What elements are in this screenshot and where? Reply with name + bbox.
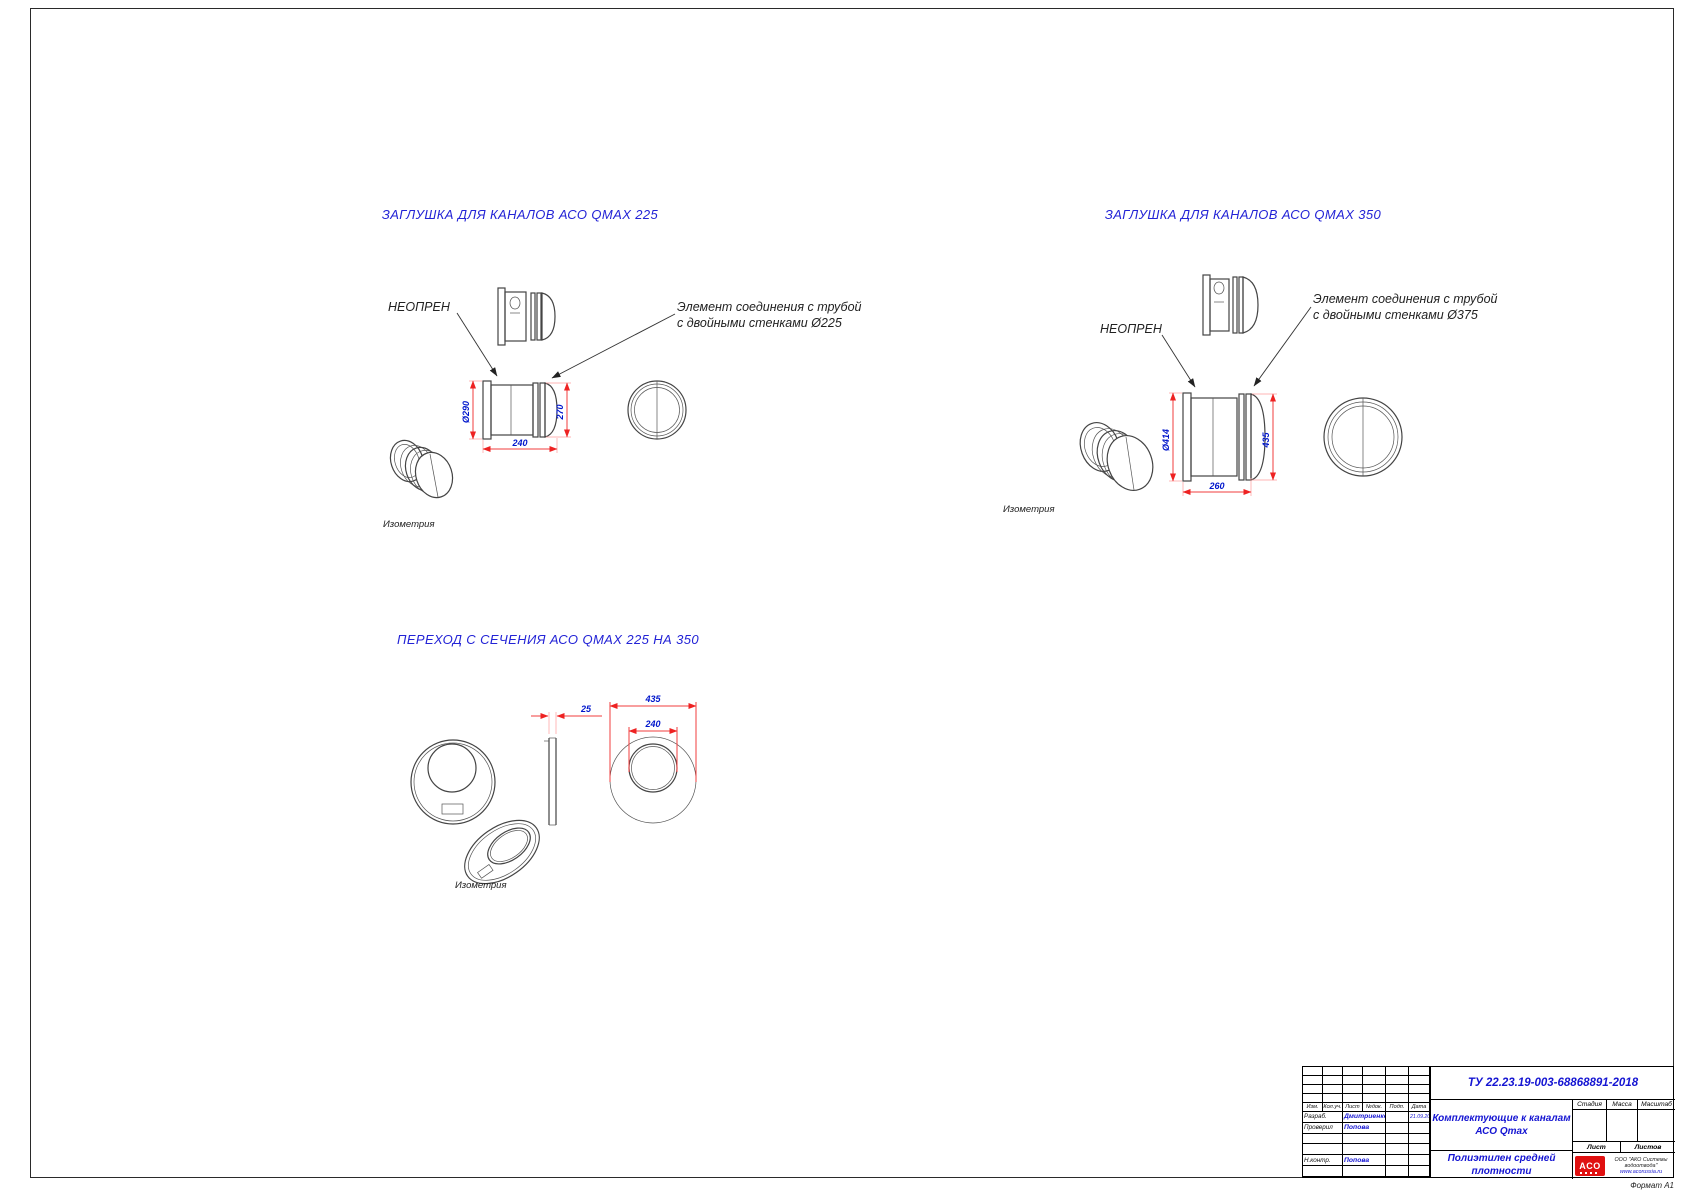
stage-mass-scale: Стадия Масса Масштаб — [1573, 1100, 1675, 1142]
plug225-title: ЗАГЛУШКА ДЛЯ КАНАЛОВ АСО QMAX 225 — [381, 207, 659, 222]
sheets-label: Листов — [1621, 1142, 1675, 1153]
plug350-side-view — [1182, 392, 1266, 482]
title-block: Изм. Кол.уч. Лист №док. Подп. Дата Разра… — [1302, 1066, 1675, 1179]
transition-side-view — [544, 737, 557, 826]
dim-thickness: 25 — [580, 704, 592, 714]
document-title: Комплектующие к каналам АСО Qmax — [1431, 1100, 1573, 1150]
transition-drawing: 25 435 240 Изометрия — [410, 694, 697, 891]
tu-number: ТУ 22.23.19-003-68868891-2018 — [1431, 1067, 1675, 1100]
leader-line — [1161, 334, 1196, 388]
plug225-dimensions: Ø290 270 240 — [461, 380, 571, 453]
plug225-connection-label-2: с двойными стенками Ø225 — [677, 316, 842, 330]
col-izm: Изм. — [1303, 1103, 1323, 1112]
dim-height: 270 — [555, 404, 565, 420]
plug350-isometry-label: Изометрия — [1003, 504, 1055, 515]
col-podp: Подп. — [1386, 1103, 1409, 1112]
dim-outer: 435 — [644, 694, 661, 704]
stage-label: Стадия — [1573, 1100, 1607, 1110]
col-ndok: №док. — [1363, 1103, 1386, 1112]
leader-line — [551, 313, 676, 379]
dim-width: 260 — [1208, 481, 1224, 491]
plug350-isometric-view — [1079, 422, 1154, 491]
dim-height: 435 — [1261, 432, 1271, 449]
plug350-connection-label-1: Элемент соединения с трубой — [1313, 292, 1498, 306]
sheet-row: Лист Листов — [1573, 1142, 1675, 1153]
scale-label: Масштаб — [1638, 1100, 1675, 1110]
dim-diameter: Ø290 — [461, 401, 471, 423]
transition-isometry-label: Изометрия — [455, 880, 507, 891]
plug225-side-view — [482, 380, 558, 440]
transition-thickness-dimension: 25 — [531, 704, 602, 734]
plug350-exploded-view — [1202, 274, 1259, 336]
aco-logo-icon: ACO — [1575, 1156, 1605, 1176]
sheet-frame — [30, 8, 1674, 1178]
row-role: Проверил — [1303, 1122, 1343, 1134]
plug225-exploded-view — [497, 287, 556, 346]
row-role: Н.контр. — [1303, 1155, 1343, 1167]
row-name: Дмитриенко — [1343, 1112, 1386, 1123]
leader-line — [1253, 306, 1312, 387]
col-data: Дата — [1409, 1103, 1430, 1112]
transition-front-view — [410, 739, 496, 825]
format-label: Формат А1 — [1630, 1181, 1674, 1190]
company-cell: ACO ООО "АКО Системы водоотвода" www.aco… — [1573, 1153, 1675, 1179]
transition-diameter-dimensions: 435 240 — [609, 694, 697, 782]
row-role: Разраб. — [1303, 1112, 1343, 1123]
row-name: Попова — [1343, 1122, 1386, 1134]
col-list: Лист — [1343, 1103, 1363, 1112]
mass-label: Масса — [1607, 1100, 1638, 1110]
transition-back-view — [609, 736, 697, 824]
col-koluch: Кол.уч. — [1323, 1103, 1343, 1112]
plug225-isometric-view — [389, 439, 454, 499]
plug350-connection-label-2: с двойными стенками Ø375 — [1313, 308, 1478, 322]
leader-line — [456, 312, 498, 377]
plug350-dimensions: Ø414 435 260 — [1161, 392, 1277, 496]
title-block-revision-table: Изм. Кол.уч. Лист №док. Подп. Дата Разра… — [1303, 1067, 1431, 1177]
dim-width: 240 — [511, 438, 527, 448]
material-note: Полиэтилен средней плотности — [1431, 1150, 1573, 1179]
company-site: www.acorussia.ru — [1619, 1169, 1663, 1176]
plug350-neoprene-label: НЕОПРЕН — [1100, 322, 1163, 336]
plug225-front-view — [627, 380, 687, 440]
sheet-label: Лист — [1573, 1142, 1621, 1153]
row-name: Попова — [1343, 1155, 1386, 1167]
plug225-connection-label-1: Элемент соединения с трубой — [677, 300, 862, 314]
company-name: ООО "АКО Системы — [1614, 1156, 1668, 1163]
plug350-title: ЗАГЛУШКА ДЛЯ КАНАЛОВ АСО QMAX 350 — [1104, 207, 1382, 222]
transition-isometric-view — [464, 819, 540, 885]
row-date: 21.09.20 — [1409, 1112, 1430, 1123]
dim-diameter: Ø414 — [1161, 429, 1171, 451]
plug225-drawing: НЕОПРЕН Элемент соединения с трубой с дв… — [383, 287, 862, 530]
plug350-drawing: НЕОПРЕН Элемент соединения с трубой с дв… — [1003, 274, 1498, 515]
plug225-isometry-label: Изометрия — [383, 519, 435, 530]
transition-title: ПЕРЕХОД С СЕЧЕНИЯ АСО QMAX 225 НА 350 — [397, 632, 699, 647]
plug225-neoprene-label: НЕОПРЕН — [388, 300, 451, 314]
plug350-front-view — [1323, 397, 1403, 477]
dim-inner: 240 — [644, 719, 660, 729]
